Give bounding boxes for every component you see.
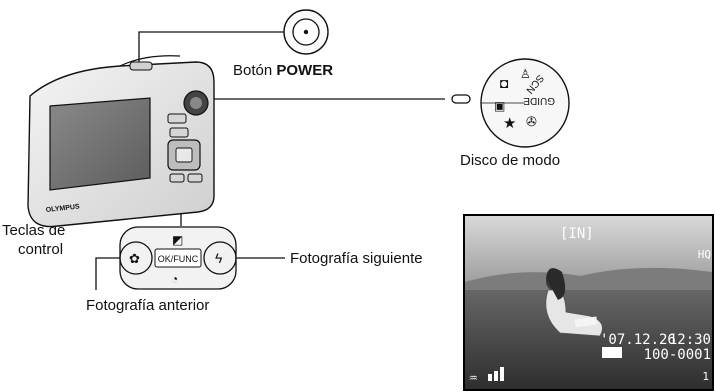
mode-dial-side-icon: [451, 94, 471, 104]
self-timer-icon: ◔: [171, 272, 178, 286]
camera-button-2: [169, 127, 189, 138]
lcd-book: [574, 316, 598, 328]
macro-icon: ✿: [129, 251, 140, 266]
lcd-date: '07.12.26: [600, 332, 676, 348]
lcd-quality-indicator: HQ: [698, 248, 711, 261]
mode-dial-portrait-icon: ♙: [520, 67, 531, 81]
camera-screen: [49, 97, 151, 191]
prev-photo-leader-line: [95, 257, 120, 290]
right-key-highlight: [203, 241, 237, 275]
camera-button-3: [169, 173, 185, 183]
lcd-time: 12:30: [669, 332, 711, 348]
camera-top-edge: [119, 55, 181, 67]
left-key-highlight: [119, 241, 153, 275]
lcd-battery-bars-icon: [488, 367, 504, 381]
lcd-tree-line: [465, 267, 712, 290]
lcd-file-number: 100-0001: [644, 347, 711, 363]
power-leader-line: [138, 31, 285, 70]
lcd-person-hair: [546, 268, 566, 300]
power-button-label: Botón POWER: [233, 62, 333, 80]
camera-mode-dial-inner: [190, 97, 202, 109]
lcd-memory-indicator: [IN]: [560, 226, 594, 242]
mode-dial-playback-icon: ▣: [494, 99, 505, 113]
control-keys-label-line2: control: [18, 241, 64, 258]
camera-brand: OLYMPUS: [45, 203, 80, 214]
mode-dial-guide-mark: GUIDE: [523, 95, 555, 106]
lcd-frame-count: 1: [702, 370, 709, 383]
mode-dial-camera-icon: ◘: [500, 75, 508, 91]
exposure-icon: ◩: [172, 233, 183, 247]
camera-button-4: [187, 173, 203, 183]
mode-dial-label: Disco de modo: [460, 152, 561, 169]
control-pad-ok-func-label: OK/FUNC: [158, 254, 199, 264]
lcd-preview: [IN] HQ '07.12.26 12:30 100-0001 1 ♒: [463, 214, 714, 391]
control-pad-ok-func: [154, 248, 202, 268]
lcd-shake-icon: ♒: [469, 370, 477, 386]
camera-button-1: [167, 113, 187, 124]
mode-dial-movie-icon: ✇: [526, 114, 537, 129]
power-button-callout: [283, 9, 329, 55]
camera-top-button: [129, 61, 153, 71]
power-button-dot: [303, 29, 309, 35]
camera-ok-button: [175, 147, 193, 163]
lcd-file-icon: [602, 347, 622, 358]
mode-dial-callout: ◘ SCN GUIDE ▣ ★ ✇ ♙: [451, 58, 570, 148]
next-photo-label: Fotografía siguiente: [290, 250, 423, 267]
prev-photo-label: Fotografía anterior: [86, 297, 210, 314]
flash-icon: ϟ: [215, 250, 223, 266]
mode-dial-star-icon: ★: [503, 115, 516, 132]
power-label-prefix: Botón: [233, 62, 273, 79]
control-pad-callout: OK/FUNC ◩ ◔ ✿ ϟ: [119, 226, 237, 290]
camera: OLYMPUS: [27, 55, 215, 228]
power-label-bold: POWER: [276, 62, 334, 79]
